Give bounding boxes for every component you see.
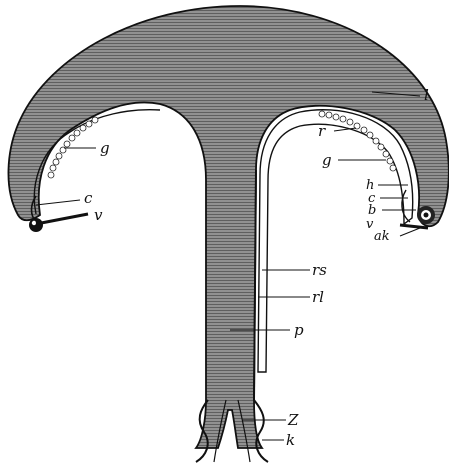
label-l: l: [424, 86, 429, 104]
label-rs: rs: [312, 261, 327, 279]
left-velum: [36, 214, 88, 224]
left-sense-organ: [29, 218, 43, 232]
label-ak: ak: [374, 229, 390, 244]
label-k: k: [286, 431, 295, 449]
label-g-right: g: [322, 151, 332, 169]
label-b: b: [368, 203, 376, 218]
label-c-left: c: [84, 189, 93, 207]
leader-ak: [400, 228, 420, 236]
label-p: p: [294, 321, 304, 339]
label-rl: rl: [312, 288, 324, 306]
label-r: r: [318, 122, 326, 140]
leader-c-left: [36, 200, 80, 205]
label-z: Z: [287, 411, 299, 429]
label-v-left: v: [94, 206, 103, 224]
label-g-left: g: [100, 139, 110, 157]
umbrella-body: [8, 6, 448, 448]
label-v-right: v: [366, 217, 374, 232]
